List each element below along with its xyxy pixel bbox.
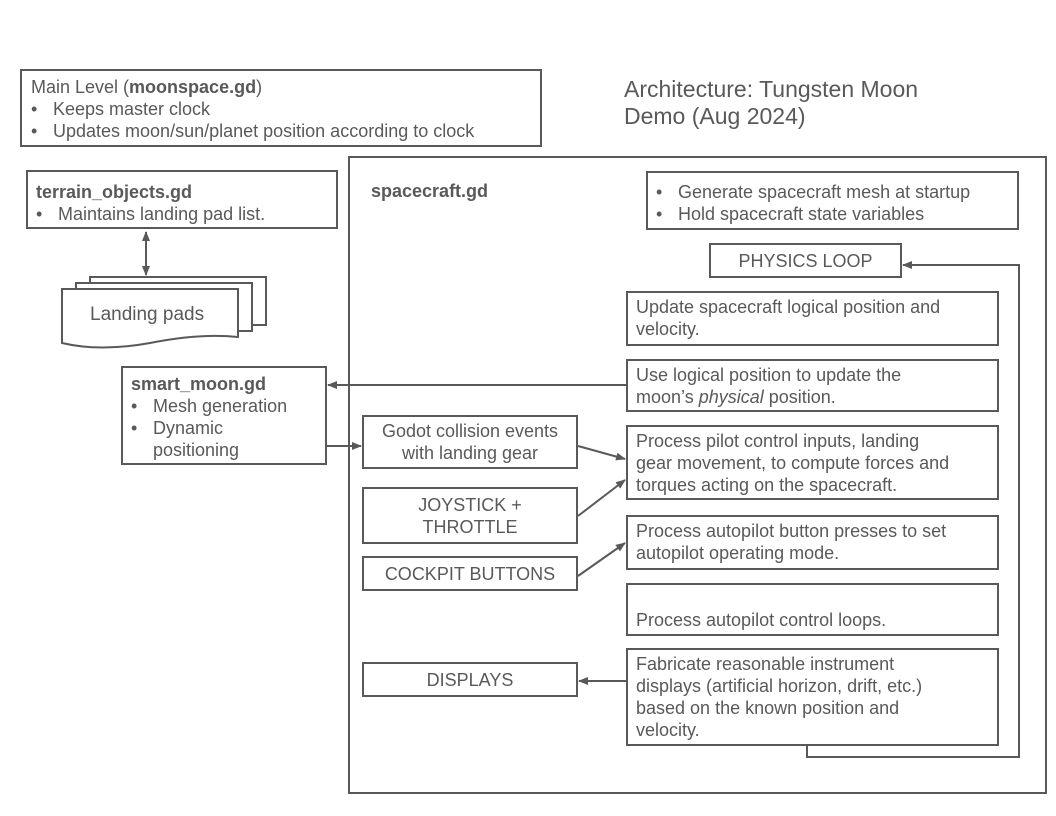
main-level-heading: Main Level (moonspace.gd)	[31, 76, 262, 98]
smart-moon-box	[121, 366, 327, 465]
startup-bullet: •Hold spacecraft state variables	[656, 204, 925, 224]
startup-bullet-text: Hold spacecraft state variables	[678, 204, 925, 224]
collision-events-line: Godot collision events	[381, 421, 559, 441]
terrain-objects-bullet: •Maintains landing pad list.	[36, 204, 266, 224]
step-pilot-inputs: Process pilot control inputs, landing ge…	[626, 425, 999, 500]
step-text-line: displays (artificial horizon, drift, etc…	[636, 676, 923, 696]
smart-moon-bullet-text: positioning	[153, 440, 240, 460]
step-text-line: Process pilot control inputs, landing	[636, 431, 920, 451]
step-text-line: velocity.	[636, 319, 700, 339]
step-moon-position: Use logical position to update the moon’…	[626, 359, 999, 412]
main-level-bullet: •Updates moon/sun/planet position accord…	[31, 121, 475, 141]
step-text-line: Process autopilot control loops.	[636, 610, 887, 630]
step-text-line: velocity.	[636, 720, 700, 740]
step-text-line: Use logical position to update the	[636, 365, 902, 385]
main-level-box	[20, 69, 542, 147]
step-text-line: autopilot operating mode.	[636, 543, 840, 563]
smart-moon-bullet-text: Mesh generation	[153, 396, 288, 416]
terrain-objects-heading-text: terrain_objects.gd	[36, 182, 193, 202]
smart-moon-heading: smart_moon.gd	[131, 373, 266, 395]
displays-label: DISPLAYS	[426, 669, 514, 690]
landing-pads-label: Landing pads	[90, 304, 205, 325]
step-text-fragment: moon’s	[636, 387, 699, 407]
collision-events-line: with landing gear	[401, 443, 539, 463]
main-level-bullet: •Keeps master clock	[31, 99, 211, 119]
smart-moon-bullet: •Dynamic	[131, 418, 224, 438]
terrain-objects-box	[26, 170, 338, 229]
spacecraft-heading: spacecraft.gd	[371, 180, 488, 202]
title-line-2: Demo (Aug 2024)	[624, 103, 806, 129]
startup-bullet-text: Generate spacecraft mesh at startup	[678, 182, 971, 202]
physics-loop-label: PHYSICS LOOP	[738, 250, 873, 271]
smart-moon-bullet-text: Dynamic	[153, 418, 224, 438]
step-autopilot-loops: Process autopilot control loops.	[626, 583, 999, 636]
smart-moon-heading-text: smart_moon.gd	[131, 374, 267, 394]
step-text-line: moon’s physical position.	[636, 386, 997, 408]
joystick-throttle-line: THROTTLE	[422, 516, 518, 537]
step-instruments: Fabricate reasonable instrument displays…	[626, 648, 999, 746]
step-text-line: Fabricate reasonable instrument	[636, 654, 895, 674]
step-text-line: based on the known position and	[636, 698, 900, 718]
step-autopilot-buttons: Process autopilot button presses to set …	[626, 515, 999, 570]
terrain-objects-bullet-text: Maintains landing pad list.	[58, 204, 266, 224]
cockpit-buttons-box: COCKPIT BUTTONS	[362, 556, 578, 591]
step-text-fragment: position.	[763, 387, 836, 407]
title-line-1: Architecture: Tungsten Moon	[624, 76, 919, 102]
joystick-throttle-box: JOYSTICK + THROTTLE	[362, 487, 578, 544]
startup-box	[646, 171, 1019, 230]
main-level-heading-file: moonspace.gd	[129, 77, 257, 97]
step-update-position: Update spacecraft logical position and v…	[626, 291, 999, 346]
diagram-title: Architecture: Tungsten Moon Demo (Aug 20…	[624, 76, 918, 130]
collision-events-box: Godot collision events with landing gear	[362, 415, 578, 469]
spacecraft-heading-text: spacecraft.gd	[371, 181, 489, 201]
terrain-objects-heading: terrain_objects.gd	[36, 181, 192, 203]
physics-loop-box: PHYSICS LOOP	[709, 243, 902, 278]
step-text-line: gear movement, to compute forces and	[636, 453, 950, 473]
main-level-bullet-text: Updates moon/sun/planet position accordi…	[53, 121, 475, 141]
main-level-heading-suffix: )	[256, 77, 263, 97]
step-text-italic: physical	[698, 387, 764, 407]
startup-bullet: •Generate spacecraft mesh at startup	[656, 182, 971, 202]
cockpit-buttons-label: COCKPIT BUTTONS	[384, 563, 556, 584]
step-text-line: Process autopilot button presses to set	[636, 521, 947, 541]
step-text-line: Update spacecraft logical position and	[636, 297, 941, 317]
displays-box: DISPLAYS	[362, 662, 578, 697]
main-level-bullet-text: Keeps master clock	[53, 99, 211, 119]
step-text-line: torques acting on the spacecraft.	[636, 475, 898, 495]
joystick-throttle-line: JOYSTICK +	[418, 494, 522, 515]
smart-moon-bullet-continued: positioning	[153, 439, 239, 461]
spacecraft-container	[348, 156, 1047, 794]
smart-moon-bullet: •Mesh generation	[131, 396, 288, 416]
main-level-heading-prefix: Main Level (	[31, 77, 130, 97]
